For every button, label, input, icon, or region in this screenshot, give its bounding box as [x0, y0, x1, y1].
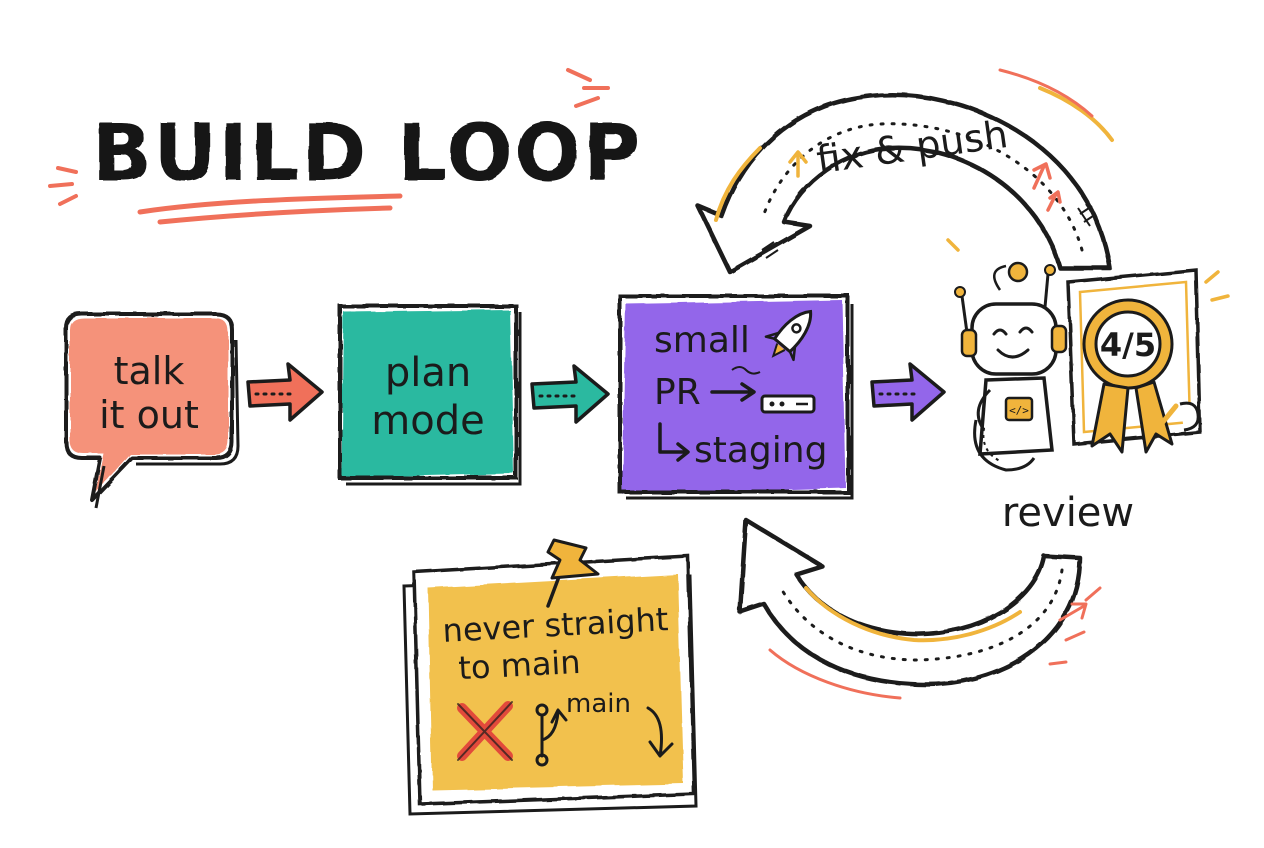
- loop-bottom-dots: [780, 568, 1064, 662]
- arrow-plan-to-pr: [530, 364, 610, 424]
- step-plan-mode: plan mode: [338, 304, 522, 486]
- plan-label-line2: mode: [371, 398, 484, 444]
- server-icon: [760, 394, 816, 414]
- pr-arrow-hook: [658, 422, 690, 462]
- checkmark-icon: [1147, 403, 1179, 432]
- note-line2: to main: [457, 643, 581, 687]
- talk-label-line1: talk: [114, 349, 185, 393]
- step-small-pr: small PR staging: [618, 294, 854, 500]
- arrow-pr-to-review: [870, 362, 946, 422]
- loop-arrow-bottom: [737, 517, 1102, 700]
- push-arrow-icon-right: [1032, 162, 1062, 212]
- sticky-note: never straight to main main: [402, 538, 698, 816]
- pushpin-icon: [546, 538, 600, 608]
- talk-label-line2: it out: [99, 393, 199, 437]
- talk-bubble-fill: [70, 318, 228, 492]
- loop-arrow-top: fix & push: [695, 68, 1114, 275]
- review-score: 4/5: [1100, 326, 1156, 364]
- plan-box-fill: [342, 310, 514, 478]
- return-arrow-icon: [1058, 602, 1088, 622]
- review-label: review: [1002, 490, 1134, 536]
- review-sparkles: [946, 238, 1230, 302]
- arrow-talk-to-plan: [246, 362, 324, 422]
- pr-arrow-right: [710, 382, 756, 402]
- note-branch-label: main: [566, 689, 631, 719]
- robot-icon: </>: [954, 261, 1068, 472]
- loop-top-band: [695, 92, 1113, 275]
- pr-label-small: small: [654, 320, 750, 361]
- cross-icon-outline: [457, 701, 513, 761]
- plan-box-outline: [338, 304, 518, 480]
- step-talk-it-out: talk it out: [64, 312, 240, 509]
- badge-ribbon: [1090, 380, 1174, 454]
- svg-text:</>: </>: [1009, 404, 1029, 417]
- talk-bubble-outline: [64, 312, 234, 502]
- push-arrow-icon-left: [788, 150, 808, 178]
- loop-bottom-band: [737, 517, 1083, 687]
- title-block: BUILD LOOP: [48, 68, 642, 225]
- title-underline: [137, 193, 403, 225]
- pr-box-shadow: [626, 304, 854, 500]
- git-branch-icon: [535, 703, 568, 767]
- note-down-arrow: [646, 706, 674, 758]
- step-review: </> 4/5 review: [946, 238, 1230, 536]
- arrow-1-body: [246, 362, 324, 422]
- title-sparkle-left: [48, 166, 78, 206]
- pr-label-pr: PR: [654, 372, 701, 413]
- loop-top-accent: [714, 86, 1114, 222]
- loop-bottom-accent-coral: [768, 586, 1102, 700]
- review-certificate: 4/5: [1066, 268, 1202, 454]
- pr-box-outline: [618, 294, 850, 494]
- loop-bottom-accent: [804, 586, 1022, 643]
- talk-bubble-shadow: [94, 339, 240, 509]
- loop-top-dots: [762, 122, 1084, 252]
- loop-top-accent-coral: [998, 68, 1094, 118]
- plan-box-shadow: [346, 312, 522, 486]
- title-sparkle-right: [566, 68, 610, 108]
- rocket-trail: [731, 366, 761, 375]
- hatch-marks: [761, 203, 1099, 259]
- pr-label-staging: staging: [694, 430, 827, 471]
- arrow-3-body: [870, 362, 946, 422]
- arrow-2-body: [530, 364, 610, 424]
- plan-label-line1: plan: [385, 350, 471, 396]
- rocket-icon: [764, 309, 813, 362]
- page-title: BUILD LOOP: [92, 109, 642, 199]
